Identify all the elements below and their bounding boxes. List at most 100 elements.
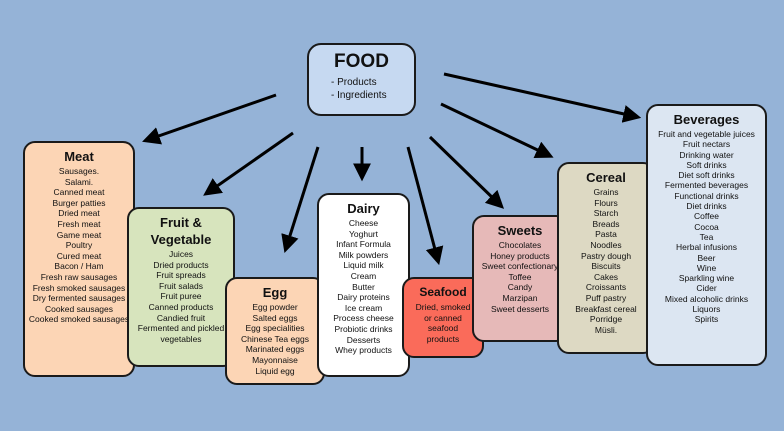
food-box: FOOD - Products - Ingredients — [307, 43, 416, 116]
arrow-to-seafood — [406, 146, 444, 266]
list-item: Drinking water — [679, 149, 734, 160]
arrow-to-beverages — [443, 72, 642, 123]
list-item: Toffee — [508, 271, 532, 282]
list-item: Liquid egg — [255, 365, 295, 376]
list-item: Cheese — [348, 218, 379, 228]
list-item: Whey products — [335, 345, 392, 356]
list-item: Noodles — [590, 239, 622, 250]
list-item: Candied fruit — [156, 312, 206, 323]
list-item: Game meat — [56, 229, 102, 240]
list-item: Pasta — [595, 229, 617, 240]
list-item: Porridge — [589, 314, 623, 325]
list-item: Candy — [507, 282, 533, 293]
arrow-to-fruit — [203, 131, 294, 196]
beverages-title: Beverages — [673, 112, 740, 127]
list-item: Sparkling wine — [678, 273, 735, 284]
list-item: Chinese Tea eggs — [241, 333, 309, 344]
food-item: - Ingredients — [331, 90, 387, 101]
list-item: seafood — [427, 323, 459, 334]
list-item: Cured meat — [56, 250, 102, 261]
list-item: Cream — [350, 270, 377, 281]
list-item: Probiotic drinks — [334, 323, 393, 334]
list-item: Spirits — [694, 314, 719, 325]
meat-title: Meat — [64, 149, 94, 164]
list-item: Dried, smoked — [415, 302, 471, 312]
list-item: Salted eggs — [252, 312, 298, 323]
list-item: Marinated eggs — [245, 344, 305, 355]
list-item: Honey products — [490, 250, 550, 261]
dairy-title: Dairy — [347, 201, 380, 216]
list-item: Biscuits — [591, 261, 621, 272]
list-item: Coffee — [694, 211, 719, 222]
cereal-title: Cereal — [586, 170, 626, 185]
list-item: or canned — [424, 312, 462, 323]
list-item: Process cheese — [333, 313, 394, 324]
list-item: Sweet confectionary — [481, 261, 559, 272]
list-item: Chocolates — [498, 240, 542, 250]
list-item: Breads — [592, 218, 620, 229]
list-item: Cooked sausages — [44, 303, 114, 314]
list-item: Starch — [593, 208, 619, 219]
fruit-title-line1: Fruit & — [160, 215, 202, 230]
list-item: Pastry dough — [580, 250, 632, 261]
list-item: Canned products — [148, 301, 214, 312]
list-item: Fruit salads — [159, 280, 203, 291]
list-item: Fermented and pickled vegetables — [137, 323, 225, 344]
list-item: Egg specialities — [245, 323, 305, 334]
list-item: Müsli. — [594, 324, 618, 335]
arrow-to-egg — [281, 146, 320, 254]
list-item: Bacon / Ham — [54, 261, 104, 272]
list-item: Fruit and vegetable juices — [658, 129, 755, 139]
seafood-title: Seafood — [419, 285, 467, 299]
list-item: Poultry — [65, 240, 93, 251]
list-item: Mayonnaise — [252, 354, 298, 365]
list-item: Milk powders — [338, 249, 389, 260]
list-item: Mixed alcoholic drinks — [664, 293, 749, 304]
list-item: Cocoa — [694, 221, 719, 232]
list-item: Tea — [699, 231, 714, 242]
list-item: Cakes — [593, 271, 619, 282]
list-item: Breakfast cereal — [575, 303, 637, 314]
list-item: Sausages. — [58, 166, 100, 176]
list-item: Cider — [696, 283, 717, 294]
list-item: Cooked smoked sausages — [28, 314, 130, 325]
list-item: Dried meat — [58, 208, 100, 219]
arrow-to-cereal — [440, 102, 554, 158]
list-item: Soft drinks — [686, 159, 727, 170]
list-item: Croissants — [585, 282, 627, 293]
list-item: Fresh raw sausages — [40, 271, 118, 282]
list-item: Diet drinks — [686, 201, 727, 212]
list-item: Dried products — [153, 259, 209, 270]
list-item: Sweet desserts — [490, 303, 550, 314]
list-item: Butter — [352, 281, 375, 292]
food-title: FOOD — [334, 51, 389, 72]
food-list: - Products - Ingredients — [309, 76, 414, 102]
arrow-to-sweets — [428, 135, 505, 209]
list-item: Dairy proteins — [337, 292, 390, 303]
sweets-title: Sweets — [497, 223, 543, 238]
list-item: Fruit nectars — [682, 139, 731, 150]
list-item: Wine — [696, 262, 717, 273]
list-item: Canned meat — [53, 187, 105, 198]
list-item: Functional drinks — [674, 190, 739, 201]
list-item: Diet soft drinks — [678, 170, 735, 181]
list-item: Grains — [593, 187, 619, 197]
list-item: Desserts — [346, 334, 381, 345]
arrow-to-meat — [142, 93, 277, 145]
list-item: Herbal infusions — [676, 242, 737, 253]
list-item: Juices — [168, 249, 194, 259]
list-item: Fruit puree — [160, 291, 202, 302]
